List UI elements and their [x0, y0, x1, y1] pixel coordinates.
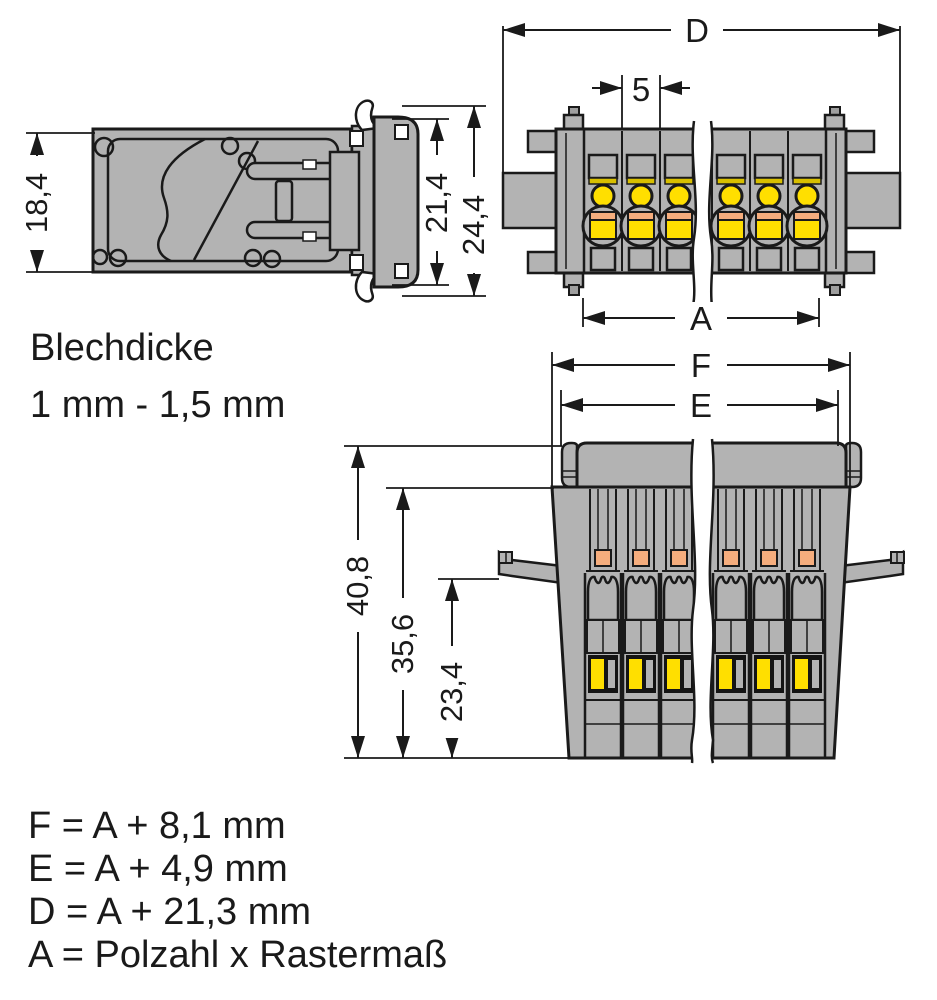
- break-line: [692, 121, 713, 306]
- panel-latch-right: [838, 549, 905, 585]
- latch-fork: [245, 150, 361, 252]
- dim-latch-height: 23,4: [434, 662, 469, 722]
- panel-sheet-left: [501, 171, 558, 230]
- sheet-thickness-value: 1 mm - 1,5 mm: [30, 384, 285, 426]
- side-view: [91, 99, 420, 303]
- dimension-formulas: F = A + 8,1 mm E = A + 4,9 mm D = A + 21…: [28, 805, 447, 976]
- dim-pole-row-A: A: [690, 300, 712, 337]
- metal-insert-plate: [106, 137, 340, 263]
- dim-side-height: 18,4: [19, 173, 54, 233]
- sheet-thickness-note: Blechdicke 1 mm - 1,5 mm: [30, 327, 285, 426]
- side-view-flange: [372, 115, 420, 289]
- formula-F: F = A + 8,1 mm: [28, 805, 286, 847]
- dim-overall-width-D: D: [685, 12, 709, 49]
- formula-D: D = A + 21,3 mm: [28, 891, 311, 933]
- dim-width-F: F: [691, 347, 711, 384]
- formula-E: E = A + 4,9 mm: [28, 848, 288, 890]
- front-view: [501, 106, 902, 307]
- dim-pole-pitch: 5: [632, 71, 650, 108]
- panel-sheet-right: [844, 171, 902, 230]
- bottom-view: [497, 438, 905, 764]
- sheet-thickness-label: Blechdicke: [30, 327, 214, 369]
- formula-A: A = Polzahl x Rastermaß: [28, 934, 447, 976]
- dim-overall-height: 24,4: [456, 195, 491, 255]
- dim-housing-height: 35,6: [385, 614, 420, 674]
- dim-flange-height: 21,4: [419, 173, 454, 233]
- dim-width-E: E: [690, 387, 712, 424]
- panel-latch-left: [497, 549, 564, 585]
- dim-total-height: 40,8: [340, 556, 375, 616]
- dimension-annotations: 18,4 21,4 24,4 D 5 A F: [19, 12, 901, 759]
- break-line: [691, 439, 714, 763]
